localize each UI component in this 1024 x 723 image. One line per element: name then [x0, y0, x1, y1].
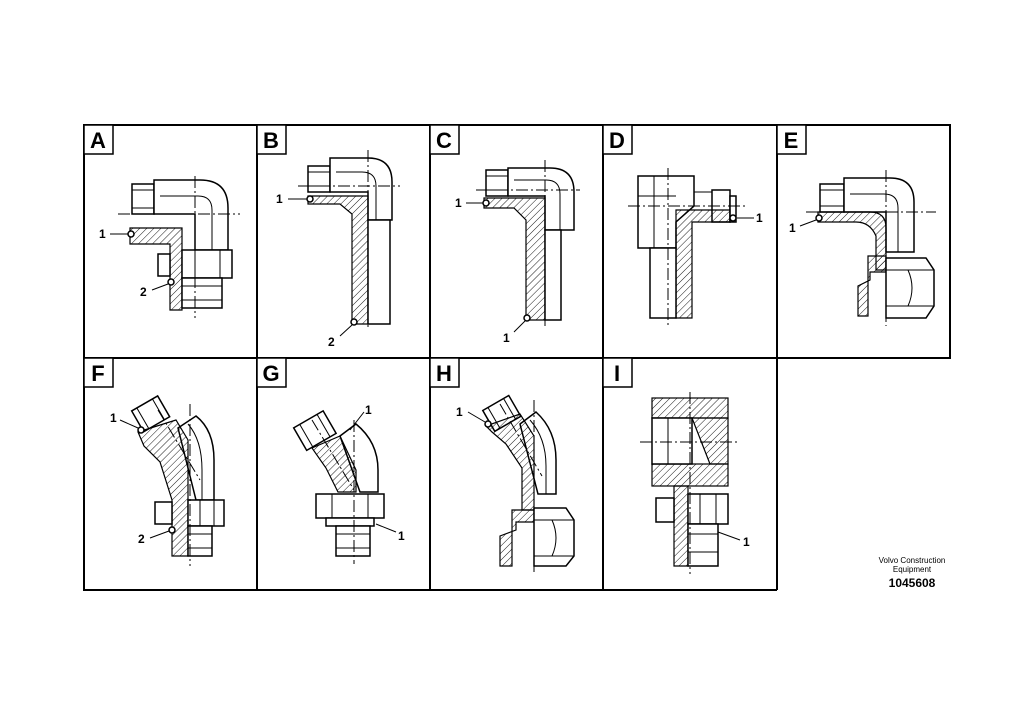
panel-letter-c: C	[436, 128, 452, 153]
callout-c-1: 1	[455, 196, 462, 210]
panel-grid	[83, 124, 951, 591]
callout-i-1: 1	[743, 535, 750, 549]
letter-boxes	[83, 124, 807, 388]
fitting-g-drawing	[292, 409, 397, 564]
callout-g-2: 1	[398, 529, 405, 543]
panel-letter-a: A	[90, 128, 106, 153]
drawing-number: 1045608	[888, 576, 936, 590]
credit-block: Volvo Construction Equipment 1045608	[862, 556, 962, 590]
fitting-c-drawing	[466, 160, 580, 333]
panel-letter-h: H	[436, 361, 452, 386]
panel-letter-g: G	[262, 361, 279, 386]
callout-b-1: 1	[276, 192, 283, 206]
callout-e-1: 1	[789, 221, 796, 235]
callout-b-2: 2	[328, 335, 335, 349]
callout-f-2: 2	[138, 532, 145, 546]
panel-letter-f: F	[91, 361, 104, 386]
callout-g-1: 1	[365, 403, 372, 417]
panel-letter-b: B	[263, 128, 279, 153]
callout-a-2: 2	[140, 285, 147, 299]
fitting-f-drawing	[119, 394, 225, 566]
brand-line-1: Volvo Construction	[878, 556, 946, 565]
fitting-b-drawing	[288, 150, 400, 337]
panel-letter-i: I	[614, 361, 620, 386]
fitting-i-drawing	[640, 392, 741, 574]
fitting-e-drawing	[799, 170, 936, 326]
callout-h-1: 1	[456, 405, 463, 419]
fitting-a-drawing	[110, 176, 240, 318]
fitting-d-drawing	[628, 168, 754, 326]
callout-a-1: 1	[99, 227, 106, 241]
callout-c-2: 1	[503, 331, 510, 345]
callout-f-1: 1	[110, 411, 117, 425]
callout-d-1: 1	[756, 211, 763, 225]
panel-letter-e: E	[784, 128, 799, 153]
brand-line-2: Equipment	[892, 565, 932, 574]
fitting-h-drawing	[467, 394, 575, 572]
panel-letter-d: D	[609, 128, 625, 153]
